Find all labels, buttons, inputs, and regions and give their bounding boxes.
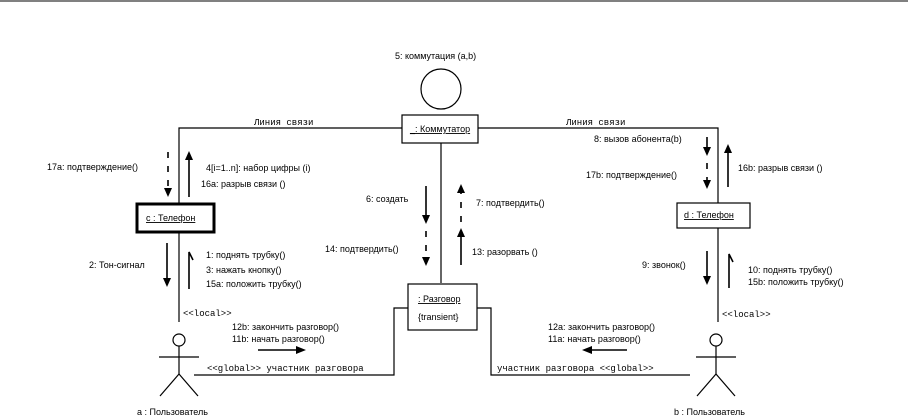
- actor-a-figure[interactable]: [159, 333, 199, 397]
- local-left-label: <<local>>: [183, 309, 232, 319]
- global-left-label: <<global>> участник разговора: [207, 364, 364, 374]
- disconnect-16a-label: 16a: разрыв связи (): [201, 179, 286, 189]
- break13-label: 13: разорвать (): [472, 247, 538, 257]
- actor-a-left-leg: [159, 373, 180, 397]
- arrow-11b-head: [296, 346, 306, 354]
- switching-label: 5: коммутация (a,b): [395, 51, 476, 61]
- actor-b-label: b : Пользователь: [674, 407, 745, 417]
- arrow-14-head: [422, 257, 430, 266]
- actor-a-head: [172, 333, 186, 347]
- confirm-17b-label: 17b: подтверждение(): [586, 170, 677, 180]
- arrow-13-head: [457, 228, 465, 237]
- actor-b-left-leg: [696, 373, 717, 397]
- global-right-label: участник разговора <<global>>: [497, 364, 654, 374]
- end-12a-label: 12a: закончить разговор(): [548, 322, 655, 332]
- call-constraint: {transient}: [418, 312, 459, 322]
- phone-d-object[interactable]: [676, 202, 751, 229]
- dial-label: 4[i=1..n]: набор цифры (i): [206, 163, 310, 173]
- arrow-11a-head: [582, 346, 592, 354]
- call-subscriber-label: 8: вызов абонента(b): [594, 134, 682, 144]
- press-3-label: 3: нажать кнопку(): [206, 265, 281, 275]
- confirm7-label: 7: подтвердить(): [476, 198, 545, 208]
- call-object-label: : Разговор: [418, 294, 461, 304]
- link-call-actor-b: [477, 307, 690, 376]
- link-call-actor-a: [194, 307, 408, 376]
- start-11a-label: 11a: начать разговор(): [548, 334, 641, 344]
- arrow-17a-head: [164, 188, 172, 197]
- lift-1-label: 1: поднять трубку(): [206, 250, 285, 260]
- call-object[interactable]: [407, 283, 478, 331]
- link-left-label: Линия связи: [253, 118, 313, 128]
- arrow-2-head: [163, 278, 171, 287]
- phone-c-label: c : Телефон: [146, 213, 195, 223]
- arrow-7-head: [457, 184, 465, 193]
- hangup-15b-label: 15b: положить трубку(): [748, 277, 844, 287]
- link-switch-phone-c: [178, 127, 402, 204]
- arrow-10-15b: [728, 253, 734, 288]
- end-12b-label: 12b: закончить разговор(): [232, 322, 339, 332]
- phone-d-label: d : Телефон: [684, 210, 734, 220]
- link-right-label: Линия связи: [565, 118, 625, 128]
- arrow-4-16a-head: [185, 151, 193, 160]
- switch-object-label: _: Коммутатор: [409, 124, 470, 134]
- confirm-17a-label: 17a: подтверждение(): [47, 162, 138, 172]
- hangup-15a-label: 15a: положить трубку(): [206, 279, 302, 289]
- arrow-16b-head: [724, 144, 732, 153]
- actor-a-right-leg: [178, 373, 199, 397]
- create-label: 6: создать: [366, 194, 409, 204]
- phone-c-object[interactable]: [135, 202, 216, 234]
- disconnect-16b-label: 16b: разрыв связи (): [738, 163, 823, 173]
- arrow-17b-head: [703, 180, 711, 189]
- actor-b-figure[interactable]: [696, 333, 736, 397]
- start-11b-label: 11b: начать разговор(): [232, 334, 325, 344]
- confirm14-label: 14: подтвердить(): [325, 244, 399, 254]
- lift-10-label: 10: поднять трубку(): [748, 265, 832, 275]
- switch-object[interactable]: [401, 114, 479, 144]
- local-right-label: <<local>>: [722, 310, 771, 320]
- actor-b-right-leg: [715, 373, 736, 397]
- arrow-9-head: [703, 276, 711, 285]
- ring-9-label: 9: звонок(): [642, 260, 686, 270]
- actor-b-head: [709, 333, 723, 347]
- arrow-8-head: [703, 147, 711, 156]
- dial-tone-label: 2: Тон-сигнал: [89, 260, 145, 270]
- actor-a-label: a : Пользователь: [137, 407, 208, 417]
- arrow-6-head: [422, 215, 430, 224]
- switch-self-link-circle: [420, 68, 462, 110]
- arrow-1-3-15a: [188, 251, 194, 289]
- link-switch-phone-d: [478, 127, 719, 203]
